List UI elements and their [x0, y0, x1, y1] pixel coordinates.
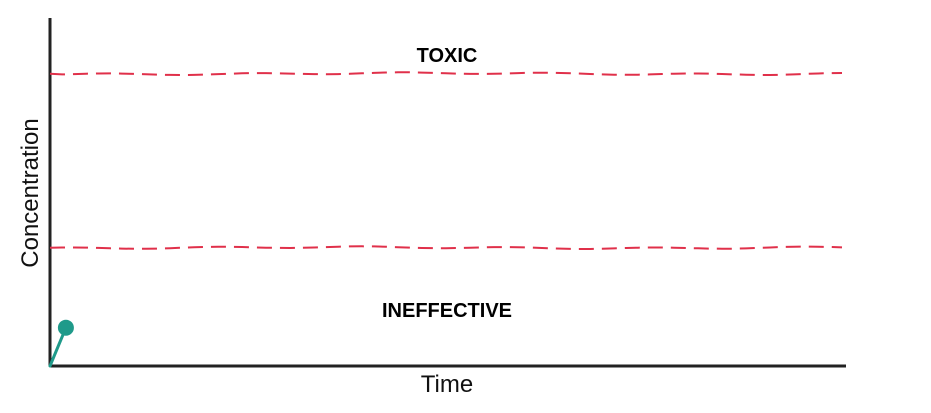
x-axis-title: Time — [421, 371, 473, 398]
series-point — [57, 319, 74, 336]
threshold-layer — [49, 71, 843, 250]
plot-area — [48, 18, 846, 368]
ineffective-threshold-line — [49, 245, 843, 250]
ineffective-zone-label: INEFFECTIVE — [382, 300, 512, 322]
toxic-zone-label: TOXIC — [417, 45, 478, 67]
y-axis-title: Concentration — [17, 118, 44, 267]
toxic-threshold-line — [49, 71, 843, 77]
series-layer — [48, 319, 74, 368]
